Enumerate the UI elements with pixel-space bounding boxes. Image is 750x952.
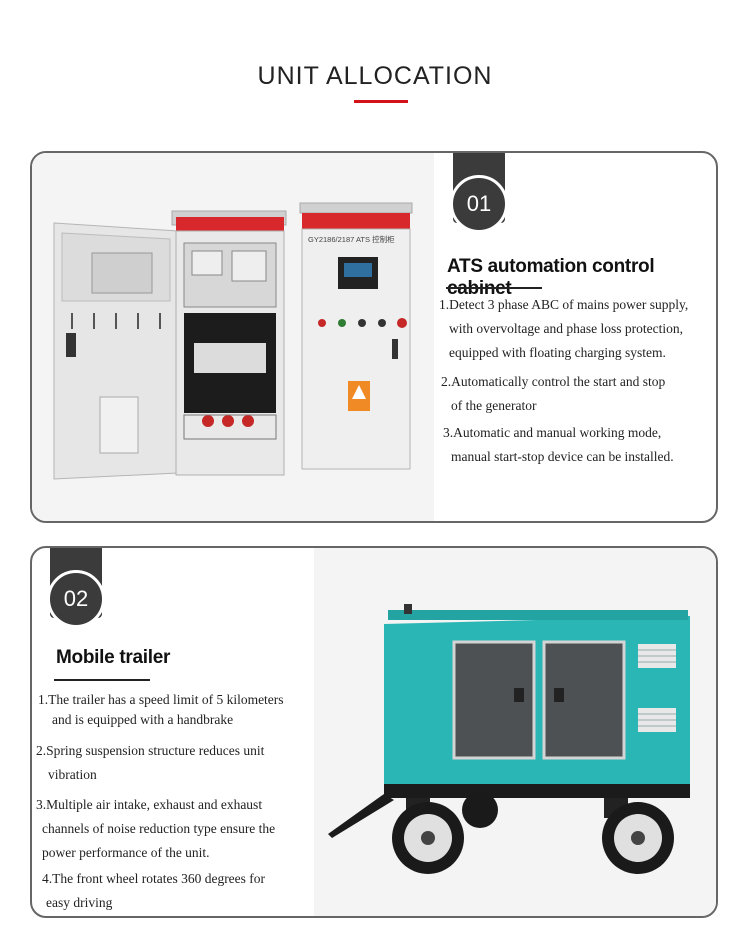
feature-line: 2.Automatically control the start and st…: [441, 374, 666, 389]
page-title: UNIT ALLOCATION: [257, 62, 493, 90]
trailer-generator-illustration: [328, 604, 690, 874]
cabinet-label: GY2186/2187 ATS 控制柜: [308, 234, 395, 244]
ats-cabinet-illustration: GY2186/2187 ATS 控制柜: [53, 202, 413, 480]
section-card-trailer: 02 Mobile trailer 1.The trailer has a sp…: [30, 546, 718, 918]
section-card-ats: GY2186/2187 ATS 控制柜 01 ATS automation co…: [30, 151, 718, 523]
feature-line: 2.Spring suspension structure reduces un…: [36, 743, 265, 758]
feature-line: of the generator: [451, 398, 537, 413]
feature-line: 4.The front wheel rotates 360 degrees fo…: [42, 871, 266, 886]
feature-line: 3.Automatic and manual working mode,: [443, 425, 662, 440]
feature-line: and is equipped with a handbrake: [52, 712, 234, 727]
feature-line: channels of noise reduction type ensure …: [42, 821, 276, 836]
rear-wheel: [602, 802, 674, 874]
feature-item: 3.Multiple air intake, exhaust and exhau…: [36, 793, 275, 865]
feature-line: 1.Detect 3 phase ABC of mains power supp…: [439, 297, 689, 312]
section-number-badge: 01: [450, 175, 508, 233]
feature-item: 4.The front wheel rotates 360 degrees fo…: [42, 867, 265, 915]
feature-line: equipped with floating charging system.: [449, 345, 666, 360]
feature-line: 3.Multiple air intake, exhaust and exhau…: [36, 797, 263, 812]
feature-line: power performance of the unit.: [42, 845, 210, 860]
warning-icon: [348, 381, 370, 411]
ats-cabinet-photo: GY2186/2187 ATS 控制柜: [32, 153, 434, 521]
feature-item: 2.Automatically control the start and st…: [441, 370, 665, 418]
heading-underline: [54, 679, 150, 681]
feature-item: 2.Spring suspension structure reduces un…: [36, 739, 264, 787]
feature-line: manual start-stop device can be installe…: [451, 449, 674, 464]
feature-item: 1.The trailer has a speed limit of 5 kil…: [38, 688, 284, 732]
feature-item: 1.Detect 3 phase ABC of mains power supp…: [439, 293, 688, 365]
feature-line: with overvoltage and phase loss protecti…: [449, 321, 683, 336]
feature-line: 1.The trailer has a speed limit of 5 kil…: [38, 692, 284, 707]
trailer-generator-photo: [314, 548, 716, 916]
front-wheel: [392, 802, 464, 874]
feature-item: 3.Automatic and manual working mode, man…: [443, 421, 674, 469]
feature-line: easy driving: [46, 895, 113, 910]
heading-underline: [446, 287, 542, 289]
title-underline: [354, 100, 408, 103]
feature-line: vibration: [48, 767, 97, 782]
section-heading: Mobile trailer: [56, 647, 171, 668]
section-number-badge: 02: [47, 570, 105, 628]
